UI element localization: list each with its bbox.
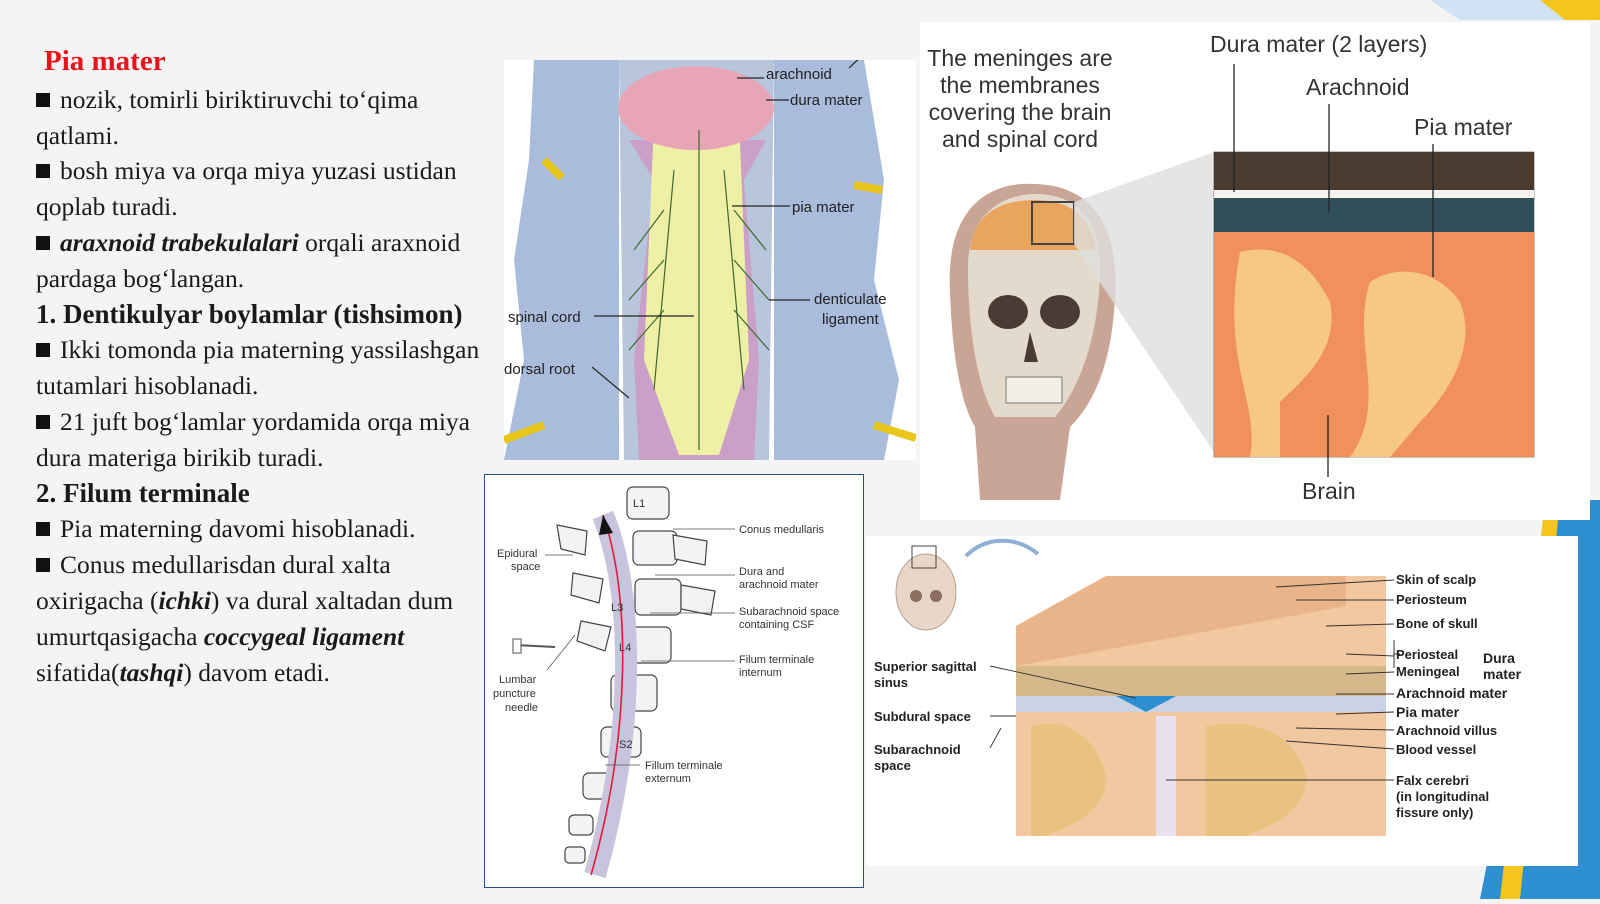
label-skin-of-scalp: Skin of scalp bbox=[1396, 572, 1476, 587]
label-fissure-only: fissure only) bbox=[1396, 805, 1473, 820]
label-conus: Conus medullaris bbox=[739, 524, 824, 536]
bullet-4: Ikki tomonda pia materning yassilashgan … bbox=[36, 332, 486, 404]
square-bullet-icon bbox=[36, 235, 50, 250]
label-dura-mater: dura mater bbox=[790, 92, 863, 109]
square-bullet-icon bbox=[36, 414, 50, 429]
slide-title: Pia mater bbox=[44, 45, 166, 77]
label-dura-2-layers: Dura mater (2 layers) bbox=[1210, 31, 1427, 57]
corner-decoration-top bbox=[1400, 0, 1600, 20]
label-externum: externum bbox=[645, 773, 691, 785]
caption-line-4: and spinal cord bbox=[942, 126, 1098, 152]
bullet-text: 21 juft bog‘lamlar yordamida orqa miya d… bbox=[36, 406, 471, 472]
label-filum-internum: Filum terminale bbox=[739, 654, 814, 666]
label-arachnoid-villus: Arachnoid villus bbox=[1396, 723, 1497, 738]
label-mater: mater bbox=[1483, 666, 1522, 682]
label-epidural: Epidural bbox=[497, 548, 537, 560]
label-l4: L4 bbox=[619, 642, 631, 654]
bullet-7: Conus medullarisdan dural xalta oxirigac… bbox=[36, 547, 486, 690]
emphasis-term: coccygeal ligament bbox=[203, 621, 405, 651]
label-pia-mater: pia mater bbox=[792, 199, 855, 216]
bullet-text: nozik, tomirli biriktiruvchi to‘qima qat… bbox=[36, 84, 419, 150]
label-arachnoid: arachnoid bbox=[766, 66, 832, 83]
label-l3: L3 bbox=[611, 602, 623, 614]
bullet-5: 21 juft bog‘lamlar yordamida orqa miya d… bbox=[36, 404, 486, 476]
label-ligament: ligament bbox=[822, 311, 880, 328]
bullet-3: araxnoid trabekulalari orqali araxnoid p… bbox=[36, 225, 486, 297]
square-bullet-icon bbox=[36, 522, 50, 537]
heading-dentikulyar: 1. Dentikulyar boylamlar (tishsimon) bbox=[36, 298, 463, 329]
square-bullet-icon bbox=[36, 164, 50, 179]
bullet-text: Pia materning davomi hisoblanadi. bbox=[60, 514, 416, 544]
label-superior-sagittal: Superior sagittal bbox=[874, 659, 977, 674]
square-bullet-icon bbox=[36, 558, 50, 573]
label-csf: containing CSF bbox=[739, 619, 814, 631]
label-meningeal: Meningeal bbox=[1396, 664, 1460, 679]
label-dura-and: Dura and bbox=[739, 566, 784, 578]
label-spinal-cord: spinal cord bbox=[508, 309, 581, 326]
label-blood-vessel: Blood vessel bbox=[1396, 742, 1476, 757]
bullet-text: orqali araxnoid pardaga bog‘langan. bbox=[36, 227, 461, 293]
caption-line-2: the membranes bbox=[940, 72, 1100, 98]
label-periosteal: Periosteal bbox=[1396, 647, 1458, 662]
emphasis-term: ichki bbox=[158, 585, 211, 615]
bullet-1: nozik, tomirli biriktiruvchi to‘qima qat… bbox=[36, 82, 486, 154]
label-subarachnoid: Subarachnoid space bbox=[739, 606, 839, 618]
label-s2: S2 bbox=[619, 739, 632, 751]
square-bullet-icon bbox=[36, 92, 50, 107]
label-subdural-space: Subdural space bbox=[874, 709, 971, 724]
label-space: space bbox=[511, 561, 540, 573]
label-puncture: puncture bbox=[493, 688, 536, 700]
label-subarachnoid: Subarachnoid bbox=[874, 742, 961, 757]
label-needle: needle bbox=[505, 702, 538, 714]
heading-filum: 2. Filum terminale bbox=[36, 477, 250, 508]
bullet-text: sifatida( bbox=[36, 657, 120, 687]
label-bone-of-skull: Bone of skull bbox=[1396, 616, 1478, 631]
label-arachnoid: Arachnoid bbox=[1306, 74, 1410, 100]
bullet-text: Ikki tomonda pia materning yassilashgan … bbox=[36, 335, 480, 401]
bullet-text: Conus medullarisdan dural xalta oxirigac… bbox=[36, 550, 391, 615]
label-arachnoid-mater: arachnoid mater bbox=[739, 579, 819, 591]
bullet-text: ) davom etadi. bbox=[183, 657, 330, 687]
figure-spinal-meninges: arachnoid dura mater pia mater spinal co… bbox=[504, 60, 916, 460]
label-arachnoid-mater: Arachnoid mater bbox=[1396, 685, 1508, 701]
label-pia-mater: Pia mater bbox=[1414, 114, 1513, 140]
label-subarachnoid-space: space bbox=[874, 758, 911, 773]
slide-text: Pia mater nozik, tomirli biriktiruvchi t… bbox=[36, 44, 486, 690]
bullet-text: ) va dural xaltadan dum umurtqasigacha bbox=[36, 585, 454, 651]
figure-lumbar-filum: L1 L3 L4 S2 Conus medullaris Dura and ar… bbox=[484, 474, 864, 888]
label-dorsal-root: dorsal root bbox=[504, 361, 576, 378]
bullet-text: bosh miya va orqa miya yuzasi ustidan qo… bbox=[36, 156, 457, 222]
label-denticulate: denticulate bbox=[814, 291, 887, 308]
label-falx-cerebri: Falx cerebri bbox=[1396, 773, 1469, 788]
figure-cranial-section: Skin of scalp Periosteum Bone of skull P… bbox=[866, 536, 1578, 866]
caption-line-1: The meninges are bbox=[927, 45, 1112, 71]
label-filum-externum: Fillum terminale bbox=[645, 760, 723, 772]
label-longitudinal: (in longitudinal bbox=[1396, 789, 1489, 804]
label-periosteum: Periosteum bbox=[1396, 592, 1467, 607]
emphasis-term: araxnoid trabekulalari bbox=[60, 227, 299, 257]
label-pia-mater: Pia mater bbox=[1396, 704, 1460, 720]
caption-line-3: covering the brain bbox=[929, 99, 1112, 125]
bullet-2: bosh miya va orqa miya yuzasi ustidan qo… bbox=[36, 153, 486, 225]
square-bullet-icon bbox=[36, 343, 50, 358]
label-sinus: sinus bbox=[874, 675, 908, 690]
figure-head-meninges: The meninges are the membranes covering … bbox=[920, 22, 1590, 520]
label-brain: Brain bbox=[1302, 478, 1356, 504]
emphasis-term: tashqi bbox=[119, 657, 184, 687]
label-dura: Dura bbox=[1483, 650, 1515, 666]
bullet-6: Pia materning davomi hisoblanadi. bbox=[36, 511, 486, 547]
label-l1: L1 bbox=[633, 498, 645, 510]
label-internum: internum bbox=[739, 667, 782, 679]
label-lumbar: Lumbar bbox=[499, 674, 537, 686]
